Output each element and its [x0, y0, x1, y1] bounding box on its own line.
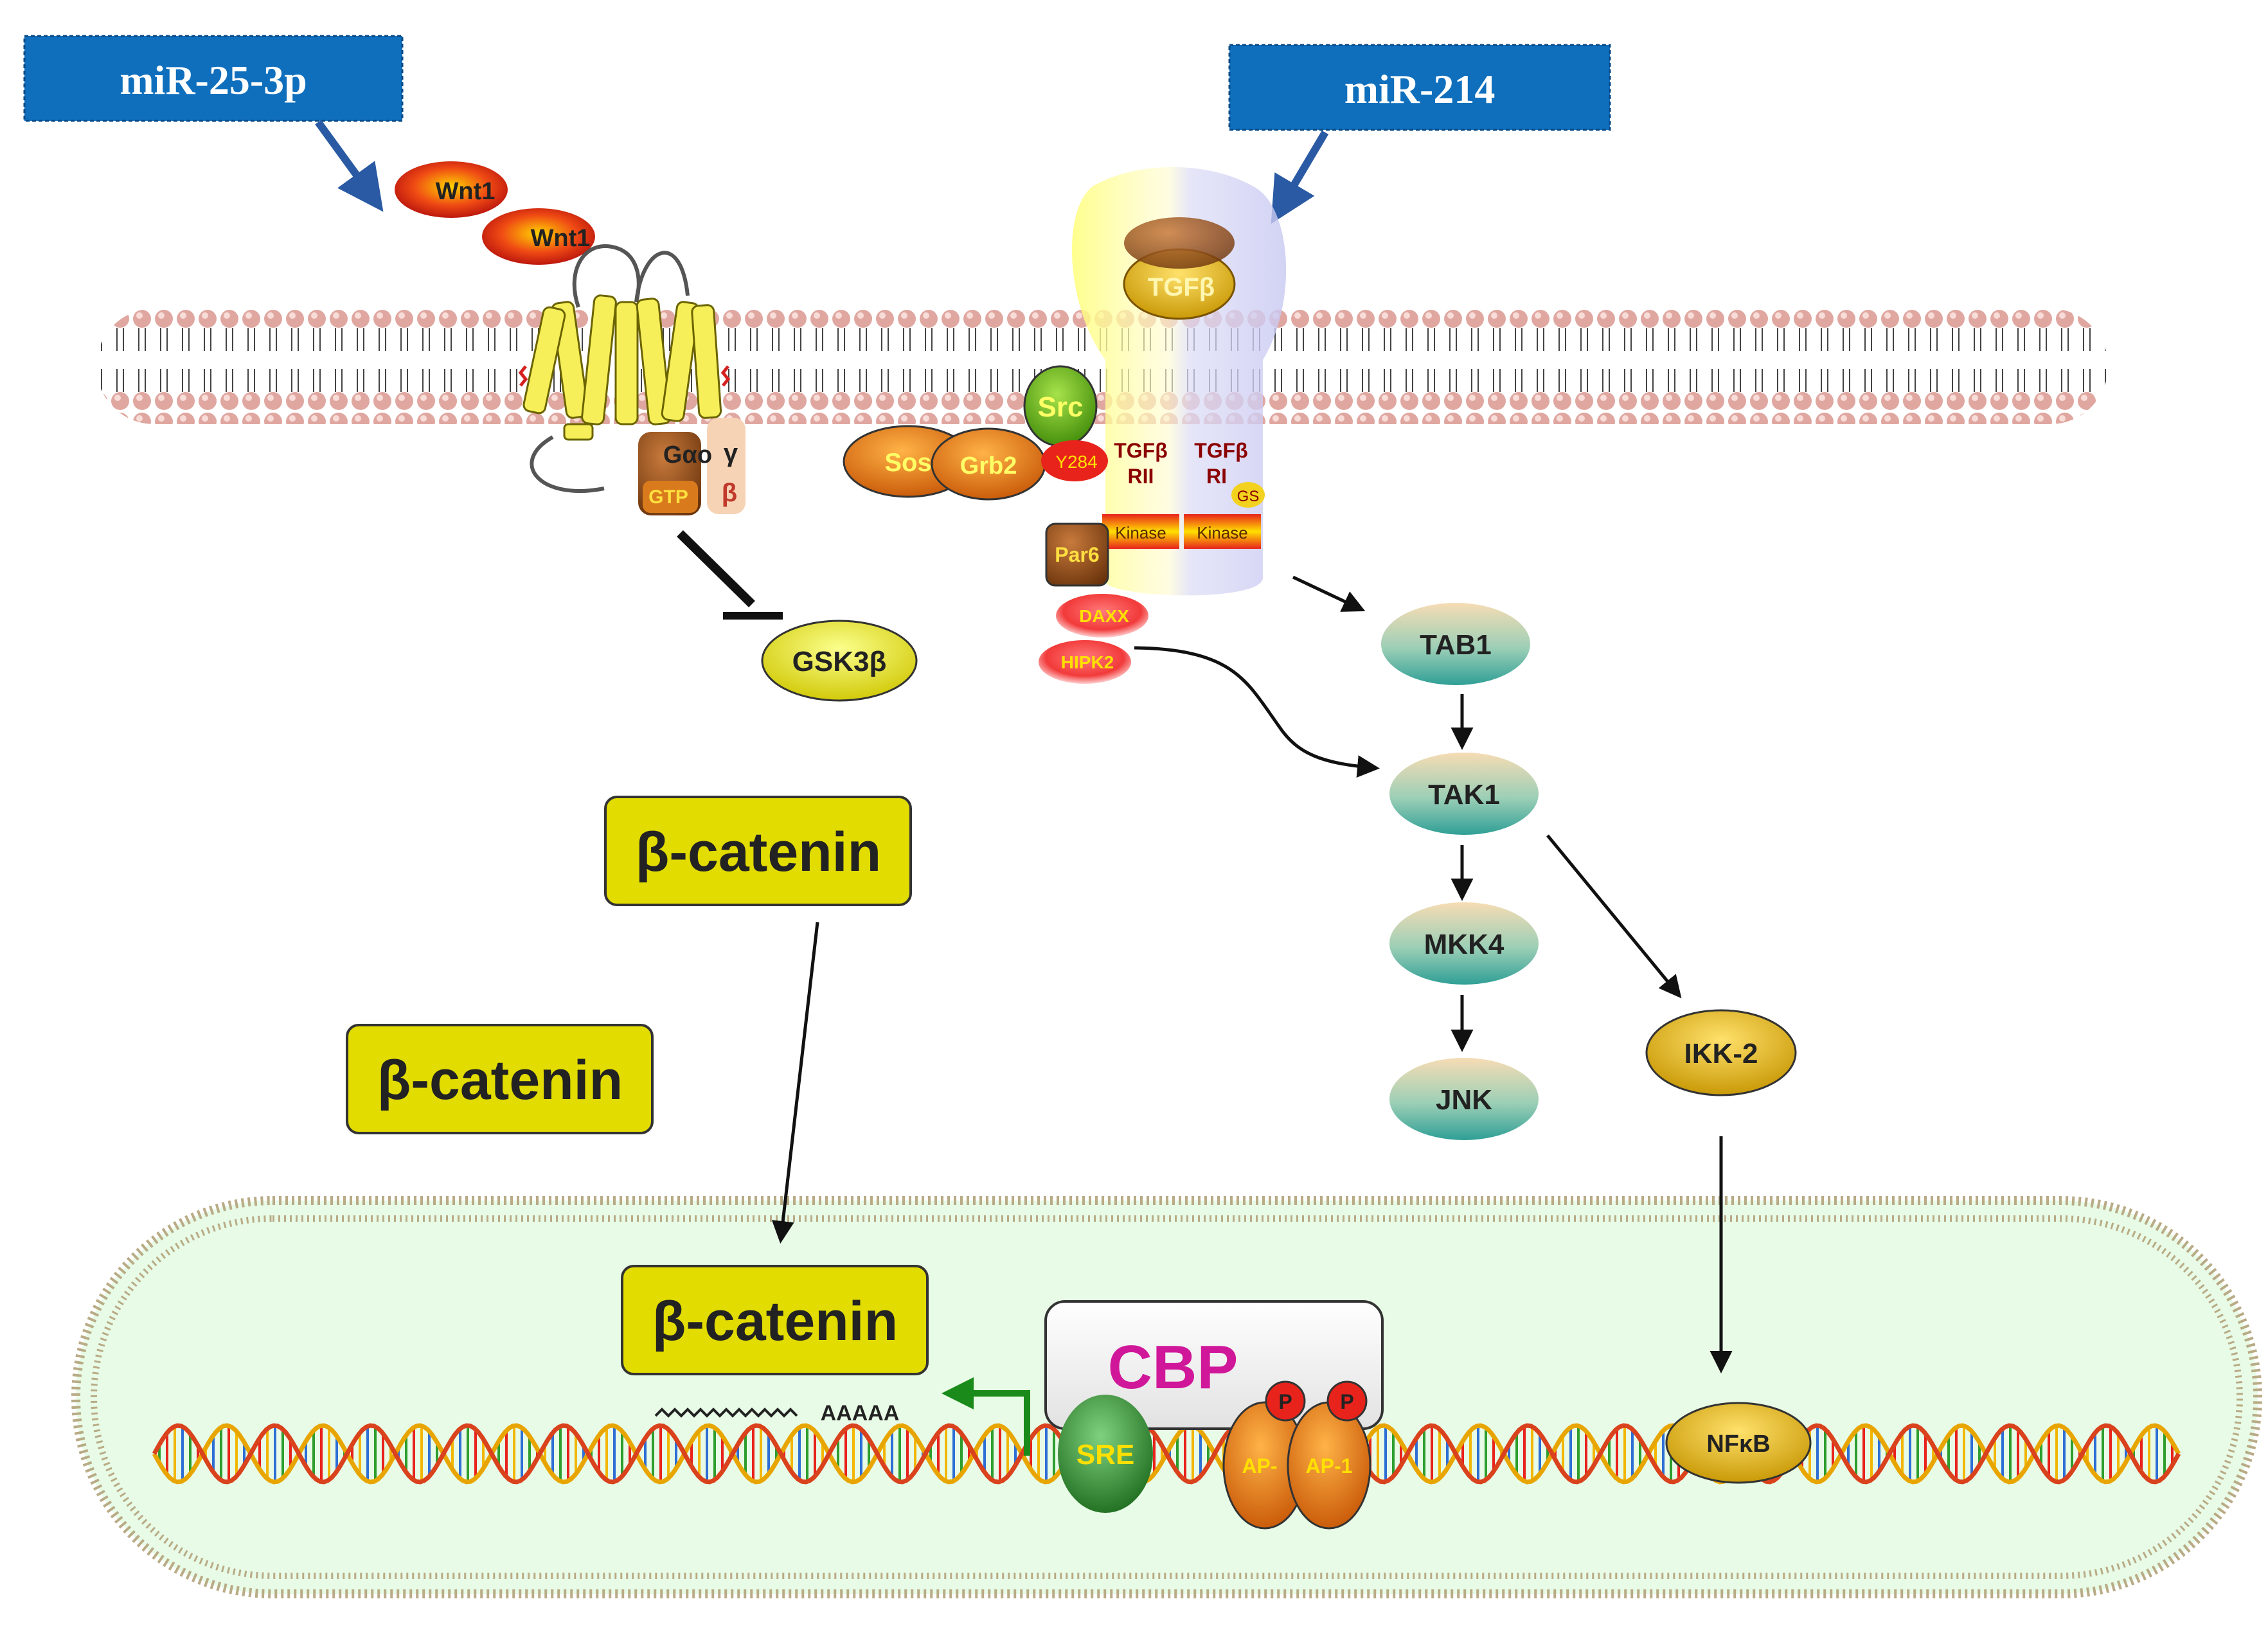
frizzled-receptor [518, 244, 731, 493]
grb2-node[interactable]: Grb2 [931, 427, 1046, 501]
grb2-label: Grb2 [960, 452, 1017, 479]
mirna-214-arrow [1271, 130, 1329, 224]
ikk2-label: IKK-2 [1684, 1038, 1758, 1069]
src-label: Src [1038, 391, 1084, 423]
mrna-transcript: AAAAA [654, 1401, 900, 1425]
tak1-node[interactable]: TAK1 [1389, 753, 1539, 835]
beta-catenin-box-cytoplasm[interactable]: β-catenin [346, 1024, 654, 1134]
inhibition-edge-gprotein-gsk3b [677, 530, 783, 620]
phospho-badge-right: P [1326, 1380, 1368, 1422]
beta-catenin-label-cytoplasm: β-catenin [377, 1050, 623, 1111]
sre-label: SRE [1076, 1439, 1134, 1470]
mirna-25-3p-label: miR-25-3p [120, 57, 307, 103]
edge-tak1-ikk2 [1546, 834, 1682, 999]
par6-node[interactable]: Par6 [1045, 523, 1109, 587]
hipk2-node[interactable]: HIPK2 [1039, 640, 1131, 684]
sre-node[interactable]: SRE [1058, 1395, 1153, 1513]
ikk2-node[interactable]: IKK-2 [1645, 1009, 1797, 1096]
tgfb-receptor-complex: TGFβ TGFβ RII TGFβ RI GS Kinase Kinase [1071, 167, 1287, 596]
gtp-label: GTP [648, 487, 688, 508]
edge-beta-catenin-nucleus [771, 922, 819, 1244]
mkk4-node[interactable]: MKK4 [1389, 902, 1539, 985]
g-beta-label: β [722, 479, 737, 507]
beta-catenin-box-nuclear[interactable]: β-catenin [621, 1265, 929, 1375]
wnt1-ligand-1: Wnt1 [395, 161, 508, 218]
g-gamma-label: γ [724, 439, 738, 467]
beta-catenin-label-upper: β-catenin [636, 821, 881, 883]
edge-receptor-tab1 [1292, 575, 1366, 612]
ap1-dimer[interactable]: AP- AP-1 P P [1222, 1380, 1371, 1530]
gs-label: GS [1237, 488, 1260, 505]
src-node[interactable]: Src [1023, 365, 1098, 447]
daxx-node[interactable]: DAXX [1056, 594, 1148, 638]
beta-catenin-box-upper[interactable]: β-catenin [604, 796, 912, 906]
g-alpha-label: Gαo [663, 442, 712, 469]
jnk-node[interactable]: JNK [1389, 1058, 1539, 1140]
mkk4-label: MKK4 [1424, 929, 1505, 960]
tab1-node[interactable]: TAB1 [1381, 603, 1530, 685]
wnt1-ligand-2: Wnt1 [482, 208, 595, 265]
hipk2-label: HIPK2 [1061, 652, 1114, 672]
g-protein: Gαo γ β GTP [638, 418, 746, 515]
beta-catenin-label-nuclear: β-catenin [652, 1291, 898, 1352]
tak1-label: TAK1 [1428, 779, 1500, 810]
dna-strand [152, 1423, 2181, 1485]
wnt1-label-2: Wnt1 [531, 225, 591, 252]
mirna-25-3p-arrow [315, 120, 384, 212]
tgfbr1-label-2: RI [1206, 465, 1227, 488]
nfkb-label: NFκB [1706, 1431, 1770, 1458]
sos-label: Sos [884, 449, 931, 477]
tgfbr1-label-1: TGFβ [1194, 439, 1248, 462]
mirna-214-box[interactable]: miR-214 [1228, 44, 1611, 131]
mirna-214-label: miR-214 [1344, 66, 1496, 112]
wnt1-label-1: Wnt1 [436, 178, 496, 205]
nfkb-node[interactable]: NFκB [1665, 1402, 1812, 1484]
tgfbr2-label-2: RII [1128, 465, 1154, 488]
jnk-label: JNK [1436, 1084, 1492, 1116]
kinase-label-rii: Kinase [1115, 523, 1166, 542]
par6-label: Par6 [1055, 543, 1099, 566]
y284-site: Y284 [1041, 440, 1108, 481]
kinase-label-ri: Kinase [1197, 523, 1248, 542]
tab1-label: TAB1 [1420, 629, 1492, 661]
ap1-label-left: AP- [1242, 1454, 1277, 1478]
phospho-label-right: P [1340, 1390, 1353, 1413]
tgfb-ligand-label: TGFβ [1148, 273, 1215, 301]
y284-label: Y284 [1055, 452, 1097, 472]
tgfbr2-label-1: TGFβ [1114, 439, 1168, 462]
phospho-label-left: P [1278, 1390, 1292, 1413]
transcription-arrow [942, 1377, 1030, 1456]
daxx-label: DAXX [1079, 606, 1129, 626]
cbp-label: CBP [1108, 1333, 1238, 1402]
gsk3b-label: GSK3β [792, 646, 887, 677]
poly-a-tail-label: AAAAA [821, 1401, 900, 1425]
ap1-label-right: AP-1 [1306, 1454, 1353, 1478]
gsk3b-node[interactable]: GSK3β [761, 620, 918, 702]
phospho-badge-left: P [1265, 1380, 1306, 1422]
edge-hipk2-tak1 [1134, 646, 1380, 778]
mirna-25-3p-box[interactable]: miR-25-3p [23, 35, 404, 122]
